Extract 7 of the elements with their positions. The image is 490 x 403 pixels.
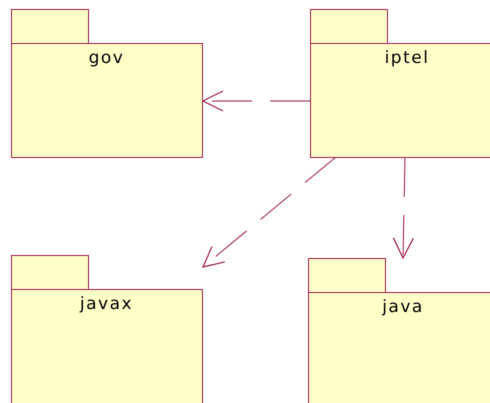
package-name: iptel — [384, 48, 430, 68]
package-name: javax — [80, 294, 134, 314]
package-name: java — [382, 297, 424, 317]
package-name: gov — [88, 48, 124, 68]
dependency-arrow — [392, 156, 414, 259]
dependency-arrow — [202, 90, 310, 112]
dependency-arrow — [202, 156, 336, 268]
